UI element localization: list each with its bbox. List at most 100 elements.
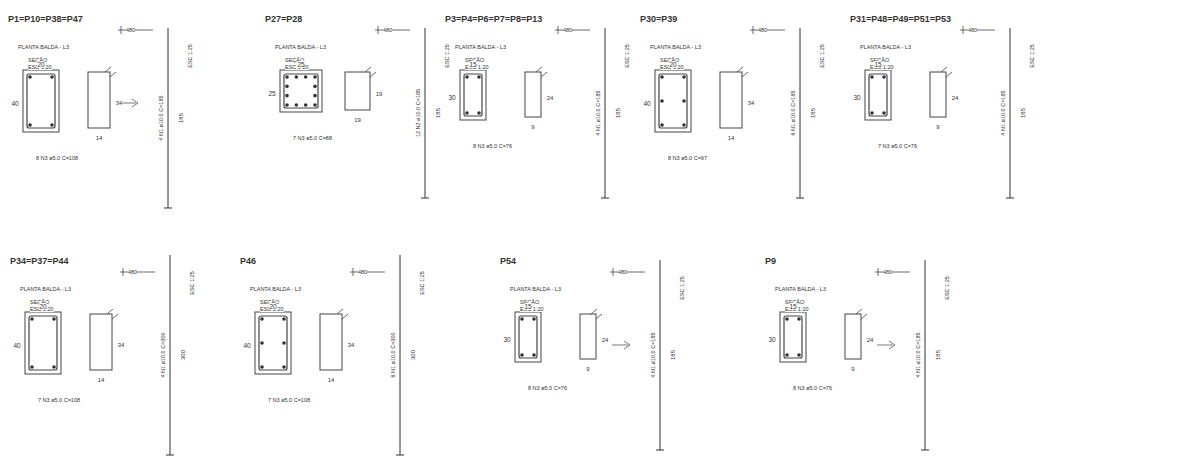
rebar-dot <box>50 123 54 127</box>
label-anchor: 185 <box>926 350 944 360</box>
label-anchor: 8 N3 ø5.0 C=97 <box>668 146 707 164</box>
pillar-detail <box>460 26 609 198</box>
section-height: 30 <box>503 336 510 343</box>
level-mark: 480 <box>126 27 135 33</box>
label-anchor: 19 <box>376 82 383 100</box>
label-anchor: 14 <box>96 126 103 144</box>
rebar-dot <box>477 111 481 115</box>
rebar-dot <box>870 75 874 79</box>
pillar-title: P3=P4=P6=P7=P8=P13 <box>445 15 542 25</box>
stirrup-shape <box>525 72 541 117</box>
level-line <box>960 26 995 34</box>
label-anchor: 34 <box>748 91 755 109</box>
rebar-dot <box>313 103 317 107</box>
label-anchor: 480 <box>126 18 135 36</box>
level-mark: 480 <box>758 27 767 33</box>
stirrup-width: 14 <box>98 377 105 384</box>
label-anchor: 6 N1 ø10.0 C=185 <box>781 90 799 135</box>
elevation-scale: ESC 1:25 <box>419 271 425 295</box>
stirrup-width: 9 <box>936 124 939 131</box>
level-name: PLANTA BALDA - L3 <box>250 286 301 292</box>
rebar-dot <box>28 123 32 127</box>
rebar-dot <box>797 353 801 357</box>
label-anchor: P9 <box>765 250 776 268</box>
level-mark: 480 <box>883 269 892 275</box>
section-width: 15 <box>524 303 531 310</box>
pillar-detail <box>25 255 174 455</box>
label-anchor: 480 <box>563 18 572 36</box>
label-anchor: 15 <box>524 295 531 313</box>
bar-callout: 6 N1 ø10.0 C=185 <box>790 90 796 135</box>
level-line <box>118 26 153 34</box>
longitudinal-bar <box>796 28 804 198</box>
rebar-dot <box>260 341 264 345</box>
section-width: 20 <box>39 303 46 310</box>
section-width: 15 <box>469 61 476 68</box>
label-anchor: P54 <box>500 250 516 268</box>
label-anchor: 20 <box>37 53 44 71</box>
rebar-dot <box>682 123 686 127</box>
bar-length: 185 <box>935 350 942 360</box>
label-anchor: ESC 1:25 <box>935 276 953 300</box>
label-anchor: 9 <box>531 115 534 133</box>
stirrup-height: 24 <box>867 337 874 344</box>
label-anchor: ESC 1:25 <box>1020 44 1038 68</box>
elevation-scale: ESC 1:25 <box>624 44 630 68</box>
label-anchor: 14 <box>728 126 735 144</box>
section-outline <box>780 312 806 362</box>
stirrup-in-section <box>869 74 887 116</box>
elevation-scale: ESC 1:25 <box>679 276 685 300</box>
label-anchor: PLANTA BALDA - L3 <box>860 35 911 53</box>
rebar-dot <box>532 353 536 357</box>
rebar-dot <box>682 99 686 103</box>
label-anchor: 480 <box>758 18 767 36</box>
rebar-dot <box>50 75 54 79</box>
stirrup-height: 24 <box>602 337 609 344</box>
label-anchor: 8 N3 ø5.0 C=76 <box>793 376 832 394</box>
rebar-dot <box>260 317 264 321</box>
stirrup-height: 19 <box>376 91 383 98</box>
label-anchor: 24 <box>547 86 554 104</box>
section-height: 25 <box>268 90 275 97</box>
label-anchor: ESC 1:25 <box>435 44 453 68</box>
stirrup-in-section <box>27 74 55 128</box>
label-anchor: 185 <box>801 108 819 118</box>
stirrup-height: 24 <box>547 95 554 102</box>
label-anchor: 4 N1 ø10.0 C=185 <box>149 95 167 140</box>
rebar-dot <box>785 317 789 321</box>
label-anchor: 12 N2 ø10.0 C=185 <box>406 89 424 137</box>
elevation-scale: ESC 1:25 <box>819 44 825 68</box>
pillar-title: P31=P48=P49=P51=P53 <box>850 15 951 25</box>
pillar-detail <box>655 26 804 198</box>
level-mark: 480 <box>128 269 137 275</box>
label-anchor: P31=P48=P49=P51=P53 <box>850 8 951 26</box>
label-anchor: ESC 1:25 <box>615 44 633 68</box>
rebar-dot <box>285 94 289 98</box>
stirrup-in-section <box>259 316 287 370</box>
label-anchor: PLANTA BALDA - L3 <box>275 35 326 53</box>
stirrup-callout: 8 N3 ø5.0 C=108 <box>36 155 78 161</box>
stirrup-in-section <box>284 74 318 108</box>
level-name: PLANTA BALDA - L3 <box>650 44 701 50</box>
label-anchor: 19 <box>354 108 361 126</box>
label-anchor: 40 <box>11 92 18 110</box>
stirrup-shape <box>720 72 742 128</box>
stirrup-callout: 7 N3 ø5.0 C=88 <box>293 135 332 141</box>
label-anchor: ESC 1:25 <box>410 271 428 295</box>
label-anchor: 25 <box>268 82 275 100</box>
bar-length: 185 <box>615 108 622 118</box>
label-anchor: 300 <box>401 350 419 360</box>
stirrup-width: 9 <box>531 124 534 131</box>
level-mark: 480 <box>618 269 627 275</box>
label-anchor: 6 N1 ø10.0 C=300 <box>381 332 399 377</box>
longitudinal-bar <box>164 28 172 208</box>
stirrup-shape <box>580 314 596 359</box>
level-mark: 480 <box>563 27 572 33</box>
label-anchor: 30 <box>768 328 775 346</box>
stirrup-hook <box>107 309 118 319</box>
bar-callout: 12 N2 ø10.0 C=185 <box>415 89 421 137</box>
stirrup-in-section <box>464 74 482 116</box>
rebar-dot <box>285 85 289 89</box>
elevation-scale: ESC 1:25 <box>189 271 195 295</box>
